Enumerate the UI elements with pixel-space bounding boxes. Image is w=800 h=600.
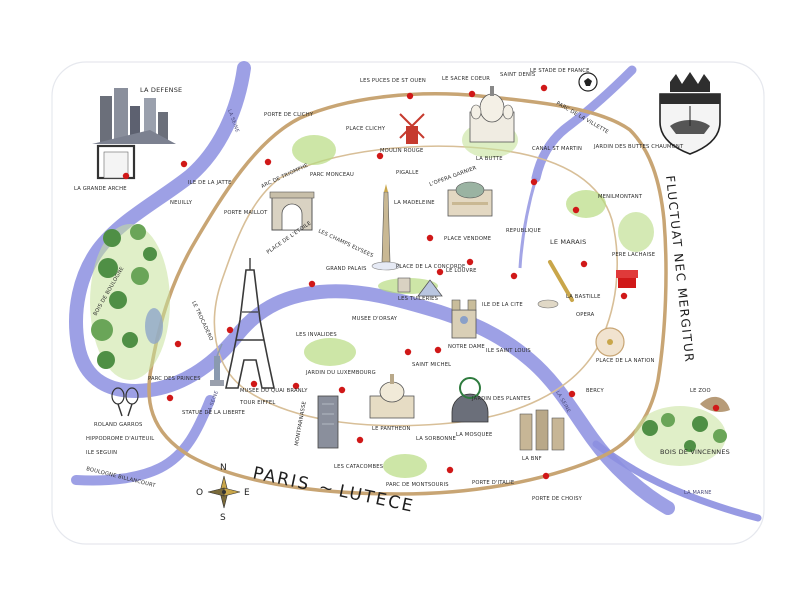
bois-boulogne-trees	[91, 224, 163, 369]
pantheon-icon	[369, 374, 415, 419]
obelisk-icon	[371, 184, 401, 271]
label-bastille: LA BASTILLE	[566, 294, 601, 300]
river-label-marne: LA MARNE	[684, 490, 712, 496]
label-parc-monceau: PARC MONCEAU	[310, 172, 354, 178]
parc-montsouris-park	[383, 454, 427, 478]
label-statue-liberte: STATUE DE LA LIBERTE	[182, 410, 245, 416]
coat-of-arms-icon	[659, 72, 721, 155]
label-le-marais: LE MARAIS	[550, 238, 586, 246]
label-louvre: LE LOUVRE	[446, 268, 477, 274]
label-buttes-chaumont: JARDIN DES BUTTES CHAUMONT	[593, 144, 684, 150]
statue-of-liberty-icon	[210, 343, 224, 386]
river-seine-southwest	[71, 395, 215, 486]
label-quai-branly: MUSEE DU QUAI BRANLY	[240, 388, 308, 394]
la-defense-towers-icon	[92, 88, 176, 144]
label-catacombes: LES CATACOMBES	[334, 464, 383, 470]
eiffel-tower-icon	[225, 258, 275, 389]
label-neuilly: NEUILLY	[170, 200, 193, 206]
label-la-butte: LA BUTTE	[476, 156, 503, 162]
sacre-coeur-icon	[469, 86, 515, 143]
label-porte-maillot: PORTE MAILLOT	[224, 210, 268, 216]
label-sorbonne: LA SORBONNE	[416, 436, 456, 442]
map-title-separator: ~	[317, 477, 337, 500]
compass-west-label: O	[196, 488, 203, 498]
label-concorde: PLACE DE LA CONCORDE	[396, 264, 465, 270]
label-jardin-lux: JARDIN DU LUXEMBOURG	[305, 370, 376, 376]
label-mosquee: LA MOSQUEE	[456, 432, 493, 438]
moulin-rouge-icon	[399, 113, 425, 144]
label-ile-seguin: ILE SEGUIN	[86, 450, 117, 456]
label-moulin-rouge: MOULIN ROUGE	[380, 148, 424, 154]
label-saint-michel: SAINT MICHEL	[412, 362, 451, 368]
opera-garnier-icon	[447, 181, 493, 217]
label-tour-eiffel: TOUR EIFFEL	[239, 400, 275, 406]
river-marne	[592, 440, 762, 522]
bois-de-vincennes-park	[634, 406, 726, 466]
label-musee-orsay: MUSEE D'ORSAY	[352, 316, 398, 322]
compass-east-label: E	[244, 488, 250, 498]
label-invalides: LES INVALIDES	[296, 332, 337, 338]
label-place-clichy: PLACE CLICHY	[346, 126, 386, 132]
label-stade-france: LE STADE DE FRANCE	[530, 68, 590, 74]
place-nation-icon	[595, 327, 625, 357]
label-tuileries: LES TUILERIES	[398, 296, 438, 302]
label-madeleine: LA MADELEINE	[394, 200, 435, 206]
football-icon	[578, 72, 598, 92]
armchair-icon	[616, 270, 638, 288]
river-seine	[69, 61, 675, 515]
label-opera-bastille: OPERA	[576, 312, 595, 318]
arc-de-triomphe-icon	[269, 191, 315, 231]
label-porte-clichy: PORTE DE CLICHY	[264, 112, 314, 118]
label-menilmontant: MENILMONTANT	[598, 194, 643, 200]
label-pantheon: LE PANTHEON	[372, 426, 411, 432]
label-ile-cite: ILE DE LA CITE	[482, 302, 523, 308]
canal-saint-martin	[518, 177, 538, 269]
label-place-vendome: PLACE VENDOME	[444, 236, 491, 242]
label-la-defense: LA DEFENSE	[140, 86, 182, 94]
label-roland-garros: ROLAND GARROS	[94, 422, 143, 428]
label-porte-italie: PORTE D'ITALIE	[472, 480, 514, 486]
notre-dame-icon	[451, 299, 477, 339]
bois-vincennes-trees	[642, 396, 730, 452]
label-jardin-plantes: JARDIN DES PLANTES	[471, 396, 531, 402]
label-hippodrome: HIPPODROME D'AUTEUIL	[86, 436, 154, 442]
pere-lachaise-park	[618, 212, 654, 252]
label-bibliotheque: LA BNF	[522, 456, 542, 462]
jardin-luxembourg-park	[304, 338, 356, 366]
tennis-rackets-icon	[111, 387, 139, 417]
louvre-pyramid-icon	[397, 277, 443, 297]
label-bercy: BERCY	[586, 388, 605, 394]
label-notre-dame: NOTRE DAME	[448, 344, 485, 350]
compass-rose-icon	[207, 475, 241, 509]
poi-markers	[122, 84, 720, 480]
label-sacre-coeur-top: LE SACRE COEUR	[442, 76, 490, 82]
label-grande-arche: LA GRANDE ARCHE	[74, 186, 127, 192]
label-canal: CANAL ST MARTIN	[532, 146, 582, 152]
compass-north-label: N	[220, 463, 227, 473]
label-pigalle: PIGALLE	[396, 170, 419, 176]
label-porte-choisy: PORTE DE CHOISY	[532, 496, 583, 502]
label-ile-jatte: ILE DE LA JATTE	[188, 180, 232, 186]
bastille-column-icon	[537, 260, 574, 309]
label-pere-lachaise: PERE LACHAISE	[612, 252, 655, 258]
label-parc-princes: PARC DES PRINCES	[148, 376, 201, 382]
label-ile-saint-louis: ILE SAINT LOUIS	[486, 348, 531, 354]
river-seine-northeast	[531, 65, 637, 183]
label-republique: REPUBLIQUE	[506, 228, 541, 234]
label-nation: PLACE DE LA NATION	[596, 358, 655, 364]
label-puces: LES PUCES DE ST OUEN	[360, 78, 426, 84]
bnf-towers-icon	[519, 409, 565, 451]
montparnasse-tower-icon	[317, 395, 339, 449]
label-saint-denis: SAINT DENIS	[500, 72, 535, 78]
parc-monceau-park	[292, 135, 336, 165]
label-bois-vincennes: BOIS DE VINCENNES	[660, 448, 730, 456]
compass-south-label: S	[220, 513, 226, 523]
label-grand-palais: GRAND PALAIS	[326, 266, 367, 272]
label-parc-montsouris: PARC DE MONTSOURIS	[386, 482, 449, 488]
label-zoo: LE ZOO	[690, 388, 711, 394]
catacombes-icon	[451, 377, 489, 423]
